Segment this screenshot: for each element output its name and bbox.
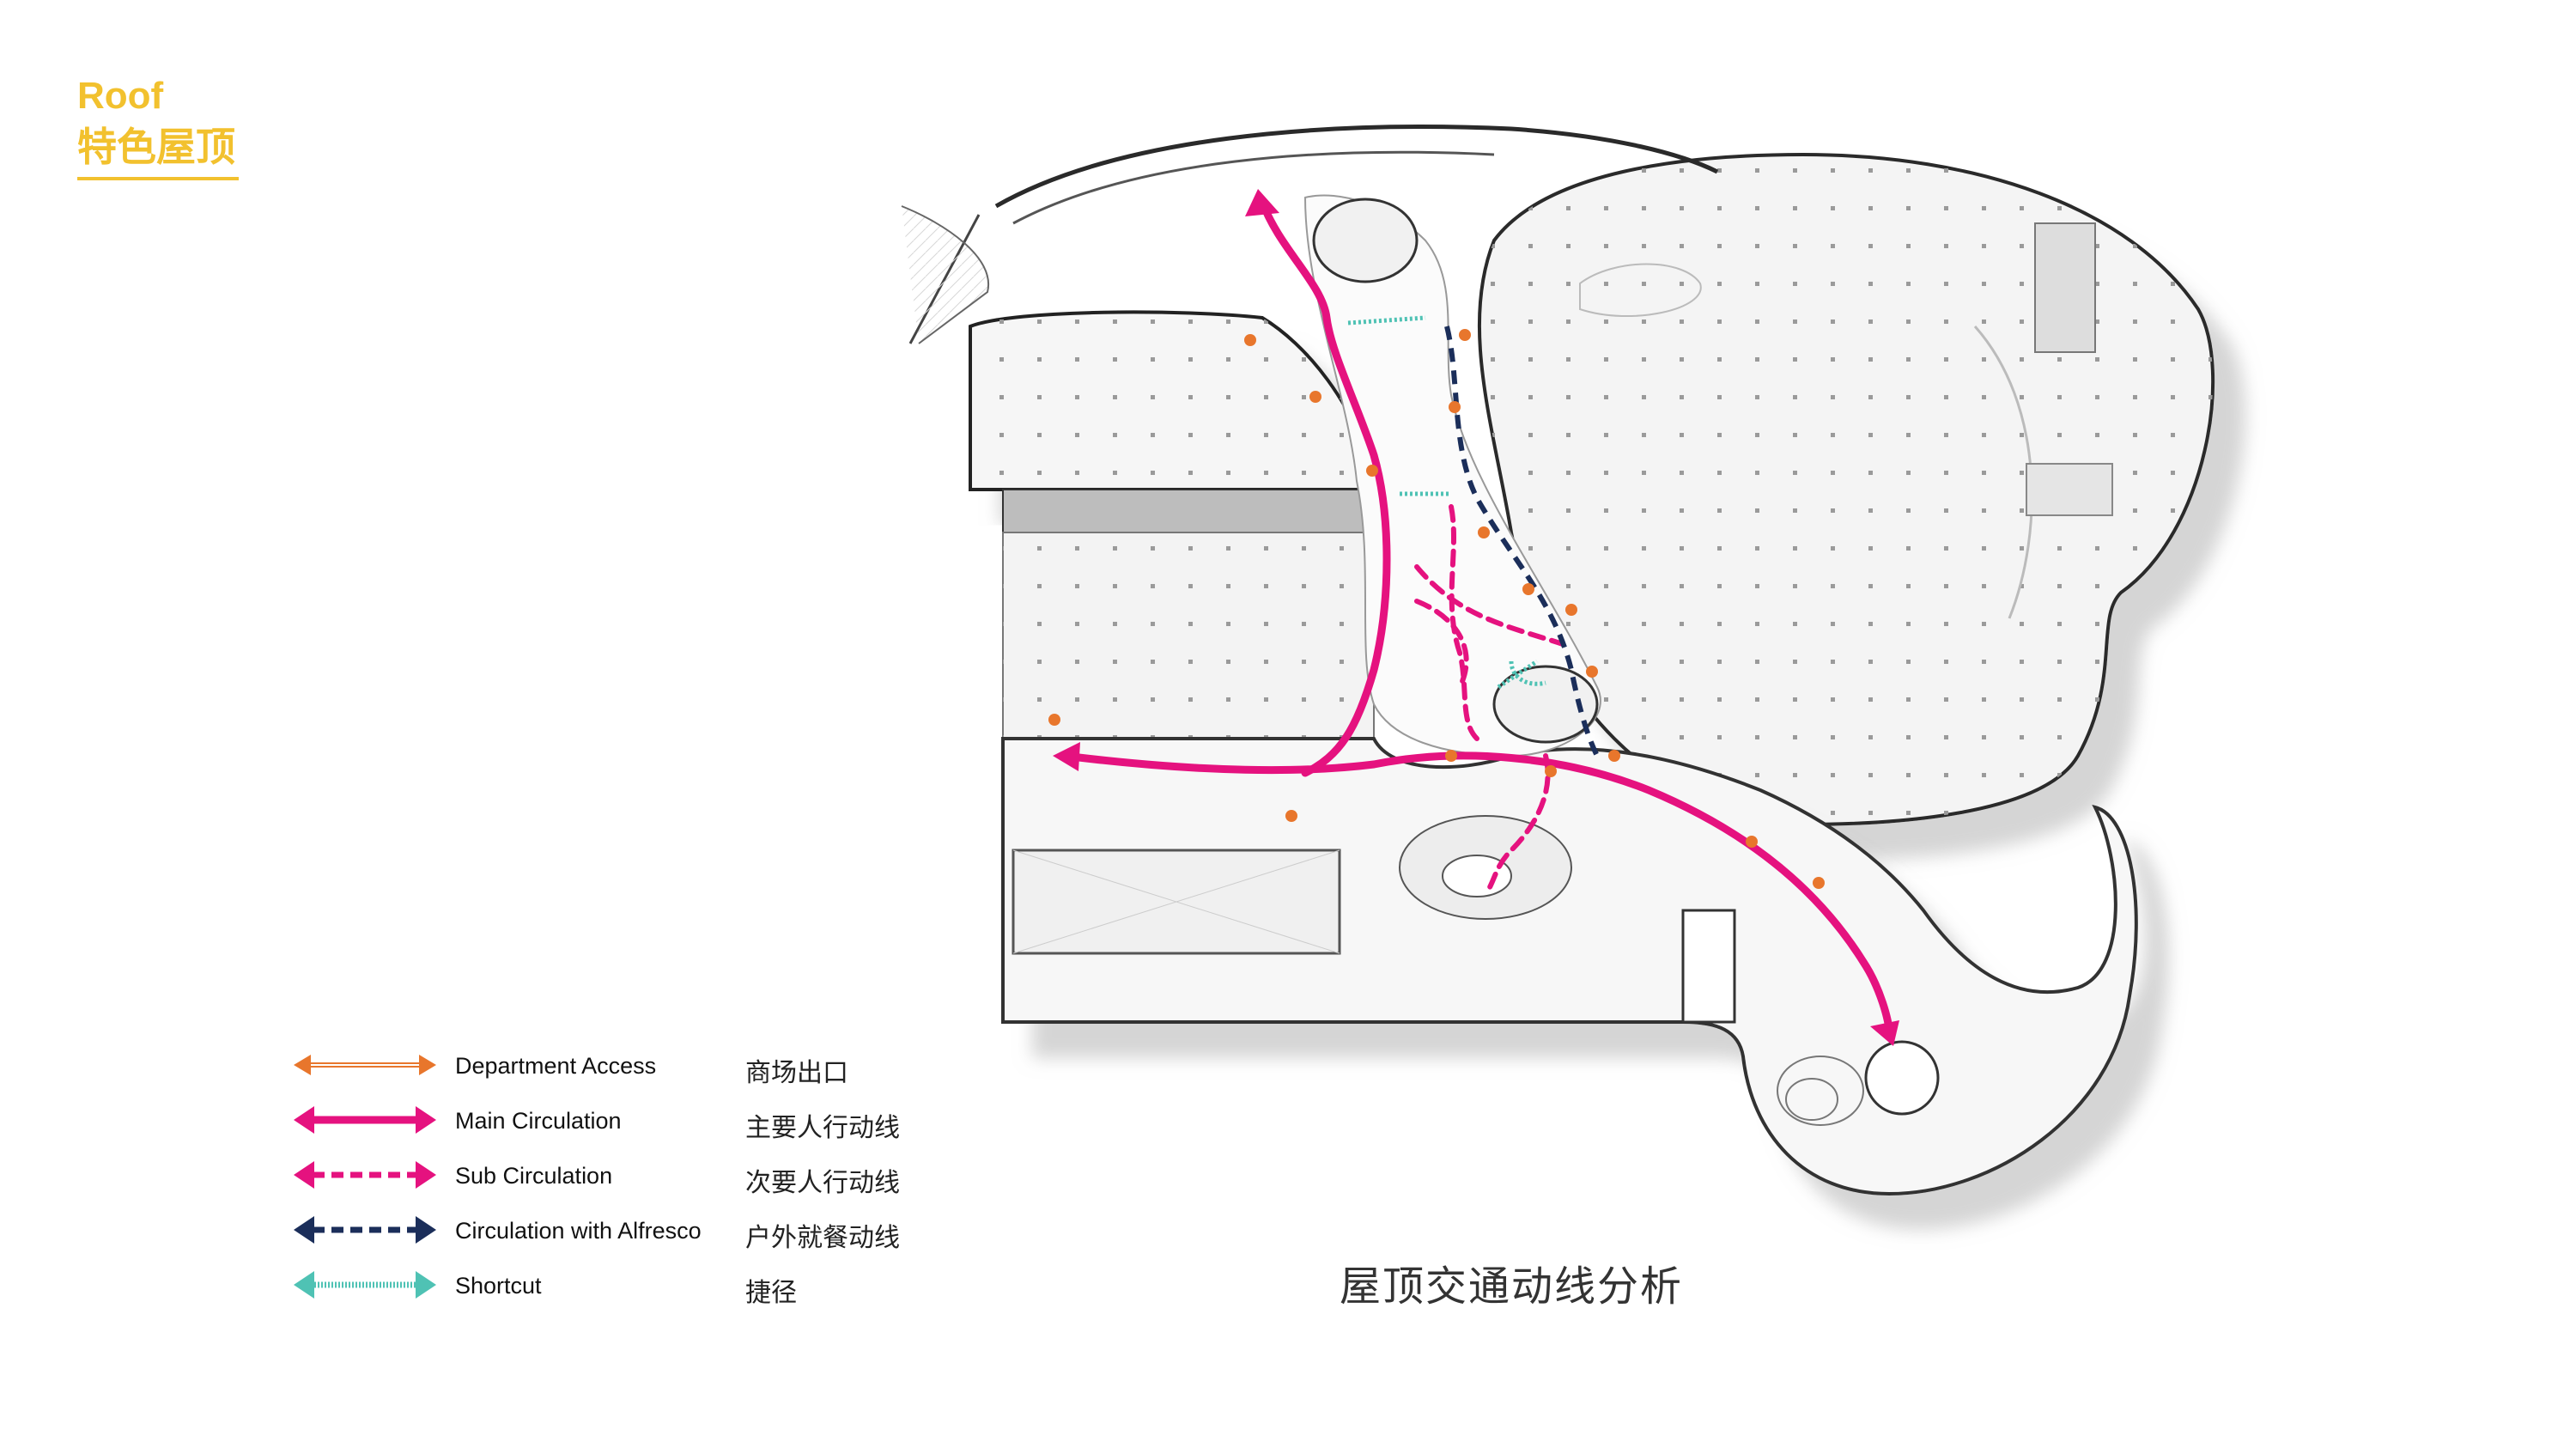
heading-underline bbox=[77, 177, 239, 180]
heading-chinese: 特色屋顶 bbox=[77, 124, 235, 170]
department-access-markers bbox=[1048, 329, 1825, 889]
south-court-void bbox=[1492, 665, 1599, 744]
round-pavilion bbox=[1864, 1040, 1940, 1116]
legend-label-en: Shortcut bbox=[455, 1273, 542, 1299]
legend-row-alfresco: Circulation with Alfresco 户外就餐动线 bbox=[292, 1213, 945, 1264]
legend-label-zh: 商场出口 bbox=[745, 1058, 848, 1088]
stair-block bbox=[2026, 463, 2113, 516]
legend-label-en: Department Access bbox=[455, 1053, 657, 1079]
main-circulation-arrowheads bbox=[1053, 189, 1899, 1046]
skylight-block bbox=[2034, 222, 2096, 353]
legend-label-en: Circulation with Alfresco bbox=[455, 1218, 702, 1244]
north-canopy-edge bbox=[994, 125, 1719, 209]
legend-label-zh: 户外就餐动线 bbox=[745, 1223, 900, 1253]
double-arrow-dashed-icon bbox=[294, 1161, 436, 1189]
mesh-sculpture bbox=[901, 205, 990, 344]
legend-row-main-circulation: Main Circulation 主要人行动线 bbox=[292, 1103, 945, 1154]
east-dome-roof bbox=[1477, 152, 2215, 827]
legend-label-zh: 次要人行动线 bbox=[745, 1168, 900, 1198]
legend-row-shortcut: Shortcut 捷径 bbox=[292, 1268, 945, 1319]
heading-english: Roof bbox=[77, 75, 164, 117]
main-circulation-routes bbox=[1060, 198, 1893, 1035]
double-arrow-solid-icon bbox=[294, 1106, 436, 1134]
double-arrow-navy-dashed-icon bbox=[294, 1216, 436, 1244]
legend-label-en: Main Circulation bbox=[455, 1108, 622, 1134]
dome-void-outline bbox=[1579, 263, 1702, 318]
stair-tower bbox=[1681, 909, 1736, 1024]
legend-label-zh: 捷径 bbox=[745, 1278, 797, 1308]
north-canopy-inner bbox=[1012, 150, 1495, 225]
legend-row-department-access: Department Access 商场出口 bbox=[292, 1048, 945, 1099]
double-arrow-thin-icon bbox=[294, 1055, 436, 1075]
north-court-void bbox=[1312, 198, 1419, 283]
legend-label-zh: 主要人行动线 bbox=[745, 1113, 900, 1143]
sub-circulation-routes bbox=[1414, 504, 1565, 896]
west-roof-band bbox=[1002, 489, 1375, 533]
legend-label-en: Sub Circulation bbox=[455, 1163, 613, 1189]
shortcut-routes bbox=[1347, 315, 1546, 690]
section-heading: Roof 特色屋顶 bbox=[77, 72, 239, 180]
double-arrow-hatched-icon bbox=[294, 1271, 436, 1299]
central-valley bbox=[1303, 194, 1601, 757]
diagram-caption: 屋顶交通动线分析 bbox=[1340, 1262, 1684, 1311]
legend-row-sub-circulation: Sub Circulation 次要人行动线 bbox=[292, 1158, 945, 1209]
landscape-mound bbox=[1777, 1056, 1864, 1126]
